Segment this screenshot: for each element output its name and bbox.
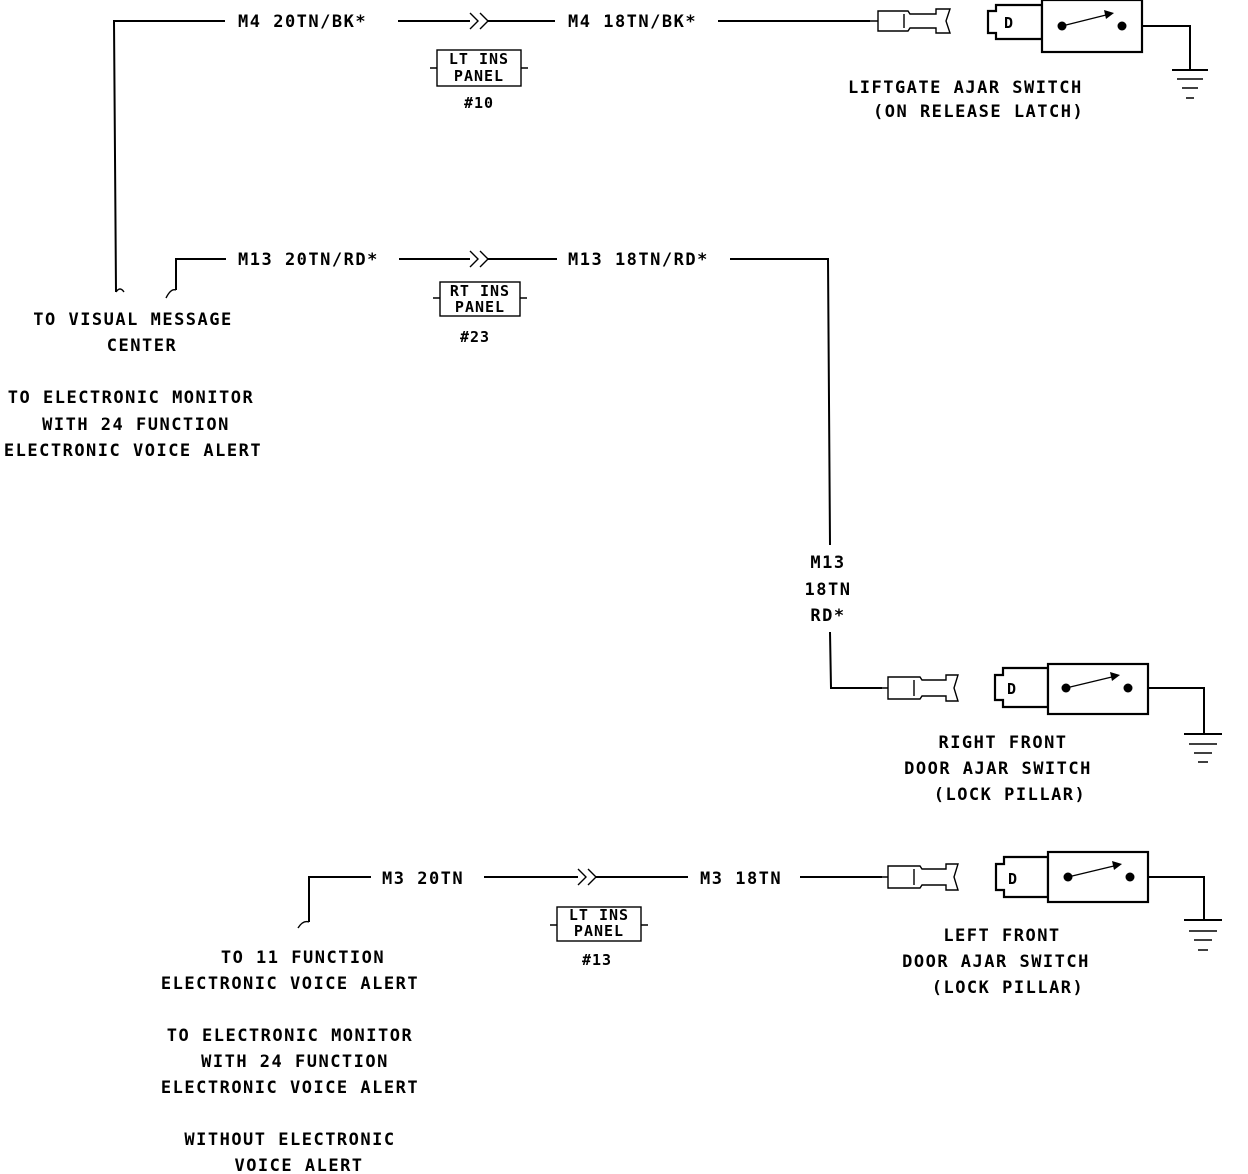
connector-tag-line2: PANEL: [454, 67, 504, 85]
right-front-ground-icon: [1184, 733, 1222, 763]
liftgate-switch-label-line2: (ON RELEASE LATCH): [873, 102, 1084, 122]
left-front-wire-break: [297, 920, 310, 929]
left-front-plug-connector-icon: [882, 863, 959, 891]
left-front-wire-left-label: M3 20TN: [382, 869, 464, 889]
connector-tag-line2: PANEL: [574, 922, 624, 940]
right-front-wire-left-label: M13 20TN/RD*: [238, 250, 379, 270]
visual-message-note-line2: CENTER: [107, 336, 177, 356]
monitor-note-b-line3: ELECTRONIC VOICE ALERT: [161, 1078, 419, 1098]
connector-tag-line1: LT INS: [569, 906, 629, 924]
liftgate-connector-chevron-icon: [469, 12, 489, 30]
liftgate-circuit: M4 20TN/BK* M4 18TN/BK* LT INS PANEL #10…: [112, 0, 1208, 293]
left-front-wire-right-label: M3 18TN: [700, 869, 782, 889]
left-front-switch-label-line1: LEFT FRONT: [943, 926, 1060, 946]
liftgate-ground-icon: [1172, 69, 1208, 99]
right-front-circuit: M13 20TN/RD* M13 18TN/RD* RT INS PANEL #…: [165, 250, 1222, 805]
left-front-connector-tag: LT INS PANEL #13: [550, 906, 648, 969]
right-front-switch-label-line3: (LOCK PILLAR): [934, 785, 1087, 805]
right-front-wire-segment: [829, 631, 882, 689]
monitor-note-b-line2: WITH 24 FUNCTION: [201, 1052, 389, 1072]
monitor-note-a-line1: TO ELECTRONIC MONITOR: [8, 388, 254, 408]
liftgate-connector-tag: LT INS PANEL #10: [430, 49, 528, 112]
left-front-switch-label-line2: DOOR AJAR SWITCH: [902, 952, 1090, 972]
right-front-switch-label-line1: RIGHT FRONT: [938, 733, 1067, 753]
right-front-wire-right-label: M13 18TN/RD*: [568, 250, 709, 270]
destination-notes: TO VISUAL MESSAGE CENTER TO ELECTRONIC M…: [4, 310, 419, 1174]
connector-number: #13: [582, 951, 612, 969]
liftgate-feed-wire: [112, 20, 225, 293]
monitor-note-a-line3: ELECTRONIC VOICE ALERT: [4, 441, 262, 461]
right-front-feed-wire: [175, 258, 226, 290]
right-front-connector-chevron-icon: [469, 250, 489, 268]
connector-tag-line1: LT INS: [449, 50, 509, 68]
liftgate-wire-right-label: M4 18TN/BK*: [568, 12, 697, 32]
vertical-wire-label-line2: 18TN: [805, 580, 852, 600]
connector-number: #10: [464, 94, 494, 112]
liftgate-ajar-switch-icon: D: [986, 0, 1191, 70]
left-front-ground-icon: [1184, 919, 1222, 951]
switch-terminal-letter: D: [1007, 680, 1017, 698]
left-front-circuit: M3 20TN M3 18TN LT INS PANEL #13 D: [297, 850, 1222, 998]
without-alert-note-line2: VOICE ALERT: [234, 1156, 363, 1174]
left-front-ajar-switch-icon: D: [994, 850, 1205, 920]
liftgate-wire-left-label: M4 20TN/BK*: [238, 12, 367, 32]
eleven-function-note-line2: ELECTRONIC VOICE ALERT: [161, 974, 419, 994]
liftgate-plug-connector-icon: [870, 8, 951, 34]
left-front-switch-label-line3: (LOCK PILLAR): [932, 978, 1085, 998]
liftgate-wire-break: [115, 288, 125, 293]
vertical-wire-label-line3: RD*: [810, 606, 845, 626]
visual-message-note-line1: TO VISUAL MESSAGE: [33, 310, 233, 330]
eleven-function-note-line1: TO 11 FUNCTION: [221, 948, 385, 968]
switch-terminal-letter: D: [1004, 14, 1014, 32]
left-front-feed-wire: [308, 876, 371, 922]
without-alert-note-line1: WITHOUT ELECTRONIC: [184, 1130, 395, 1150]
connector-number: #23: [460, 328, 490, 346]
connector-tag-line2: PANEL: [455, 298, 505, 316]
connector-tag-line1: RT INS: [450, 282, 510, 300]
vertical-wire-label-line1: M13: [810, 553, 845, 573]
right-front-ajar-switch-icon: D: [993, 662, 1205, 734]
right-front-wire-segment: [730, 258, 831, 546]
liftgate-switch-label-line1: LIFTGATE AJAR SWITCH: [848, 78, 1083, 98]
right-front-switch-label-line2: DOOR AJAR SWITCH: [904, 759, 1092, 779]
right-front-plug-connector-icon: [882, 674, 959, 702]
right-front-connector-tag: RT INS PANEL #23: [433, 281, 527, 346]
right-front-wire-break: [165, 288, 177, 299]
monitor-note-a-line2: WITH 24 FUNCTION: [42, 415, 230, 435]
switch-terminal-letter: D: [1008, 870, 1018, 888]
left-front-connector-chevron-icon: [577, 868, 597, 886]
monitor-note-b-line1: TO ELECTRONIC MONITOR: [167, 1026, 413, 1046]
